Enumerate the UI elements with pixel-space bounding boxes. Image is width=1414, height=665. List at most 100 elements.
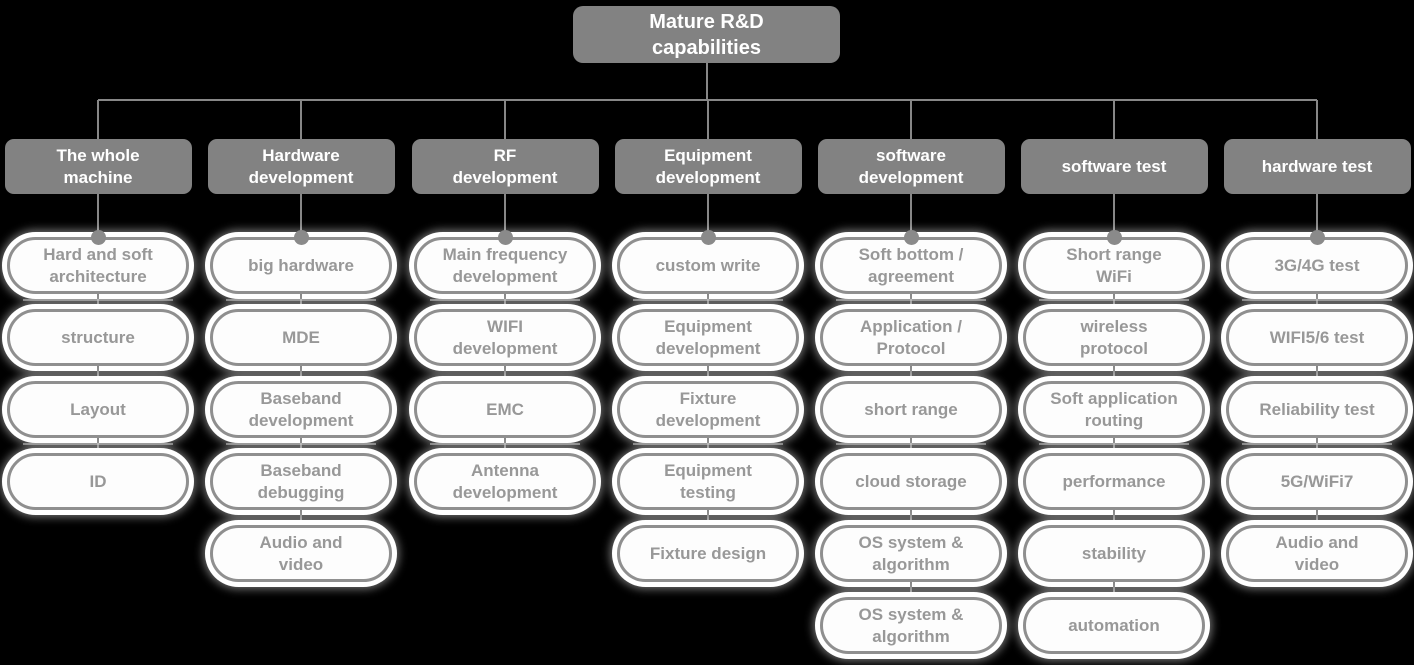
connector-line — [97, 194, 99, 237]
pill-wrap: cloud storage — [820, 438, 1002, 510]
pill-node: Fixture development — [617, 381, 799, 438]
connector-line — [910, 366, 912, 381]
pill-label: automation — [1068, 615, 1160, 635]
pill-wrap: Soft bottom / agreement — [820, 194, 1002, 294]
pill-node: OS system & algorithm — [820, 597, 1002, 654]
connector-line — [1316, 438, 1318, 453]
connector-line — [504, 366, 506, 381]
pill-label: stability — [1081, 543, 1147, 563]
pill-wrap: Baseband development — [210, 366, 392, 438]
column-header: Hardware development — [207, 139, 395, 194]
pill-node: Equipment testing — [617, 453, 799, 510]
root-node: Mature R&D capabilities — [573, 6, 840, 63]
pill-label: performance — [1062, 471, 1166, 491]
pill-label: Soft application routing — [1050, 389, 1178, 430]
pill-label: structure — [61, 327, 135, 347]
pill-node: Soft bottom / agreement — [820, 237, 1002, 294]
connector-line — [707, 366, 709, 381]
connector-line — [1113, 582, 1115, 597]
pill-node: 5G/WiFi7 — [1226, 453, 1408, 510]
column: hardware test 3G/4G test WIFI5/6 test Re… — [1216, 139, 1414, 582]
pill-label: big hardware — [248, 255, 354, 275]
connector-line — [910, 294, 912, 309]
column-header: The whole machine — [4, 139, 192, 194]
pill-wrap: structure — [7, 294, 189, 366]
connector-line — [97, 294, 99, 309]
pill-node: big hardware — [210, 237, 392, 294]
branch-dot — [1309, 230, 1325, 245]
pill-node: Equipment development — [617, 309, 799, 366]
pill-wrap: 5G/WiFi7 — [1226, 438, 1408, 510]
pill-wrap: Hard and soft architecture — [7, 194, 189, 294]
connector-line — [504, 294, 506, 309]
pill-wrap: EMC — [414, 366, 596, 438]
pill-wrap: 3G/4G test — [1226, 194, 1408, 294]
branch-dot — [497, 230, 513, 245]
pill-node: OS system & algorithm — [820, 525, 1002, 582]
pill-wrap: Audio and video — [1226, 510, 1408, 582]
connector-line — [1113, 510, 1115, 525]
connector-line — [910, 510, 912, 525]
pill-wrap: OS system & algorithm — [820, 510, 1002, 582]
pill-list: Soft bottom / agreement Application / Pr… — [820, 194, 1002, 654]
pill-node: Baseband debugging — [210, 453, 392, 510]
pill-wrap: WIFI development — [414, 294, 596, 366]
pill-label: Antenna development — [452, 461, 558, 502]
pill-label: OS system & algorithm — [858, 533, 964, 574]
pill-label: short range — [864, 399, 958, 419]
pill-node: Reliability test — [1226, 381, 1408, 438]
connector-line — [1113, 294, 1115, 309]
pill-node: WIFI development — [414, 309, 596, 366]
pill-wrap: performance — [1023, 438, 1205, 510]
pill-label: Baseband development — [248, 389, 354, 430]
pill-label: Hard and soft architecture — [43, 245, 153, 286]
connector-line — [1113, 366, 1115, 381]
branch-dot — [90, 230, 106, 245]
connector-line — [707, 438, 709, 453]
pill-label: Fixture development — [655, 389, 761, 430]
pill-label: Application / Protocol — [860, 317, 962, 358]
pill-node: automation — [1023, 597, 1205, 654]
connector-line — [707, 194, 709, 237]
connector-line — [707, 294, 709, 309]
branch-dot — [903, 230, 919, 245]
column: software development Soft bottom / agree… — [810, 139, 1012, 654]
pill-label: 3G/4G test — [1274, 255, 1360, 275]
pill-wrap: Equipment testing — [617, 438, 799, 510]
pill-wrap: ID — [7, 438, 189, 510]
pill-list: Short range WiFi wireless protocol Soft … — [1023, 194, 1205, 654]
column-header: hardware test — [1223, 139, 1411, 194]
pill-wrap: Application / Protocol — [820, 294, 1002, 366]
pill-label: Equipment development — [655, 317, 761, 358]
pill-node: cloud storage — [820, 453, 1002, 510]
branch-dot — [700, 230, 716, 245]
pill-node: Main frequency development — [414, 237, 596, 294]
pill-label: Fixture design — [649, 543, 767, 563]
column: Equipment development custom write Equip… — [607, 139, 809, 582]
pill-list: custom write Equipment development Fixtu… — [617, 194, 799, 582]
pill-wrap: automation — [1023, 582, 1205, 654]
pill-wrap: OS system & algorithm — [820, 582, 1002, 654]
pill-list: big hardware MDE Baseband development Ba… — [210, 194, 392, 582]
pill-label: wireless protocol — [1080, 317, 1148, 358]
connector-line — [300, 438, 302, 453]
pill-node: Application / Protocol — [820, 309, 1002, 366]
pill-label: Soft bottom / agreement — [858, 245, 964, 286]
column-header: RF development — [411, 139, 599, 194]
pill-node: MDE — [210, 309, 392, 366]
pill-label: OS system & algorithm — [858, 605, 964, 646]
pill-label: Main frequency development — [442, 245, 568, 286]
connector-line — [1113, 194, 1115, 237]
pill-wrap: Layout — [7, 366, 189, 438]
connector-line — [504, 438, 506, 453]
pill-label: Equipment testing — [664, 461, 752, 502]
pill-label: custom write — [655, 255, 761, 275]
connector-line — [504, 194, 506, 237]
column: The whole machine Hard and soft architec… — [0, 139, 199, 510]
column-header: Equipment development — [614, 139, 802, 194]
connector-line — [1316, 294, 1318, 309]
pill-wrap: Equipment development — [617, 294, 799, 366]
branch-dot — [293, 230, 309, 245]
pill-label: 5G/WiFi7 — [1280, 471, 1354, 491]
pill-node: Hard and soft architecture — [7, 237, 189, 294]
